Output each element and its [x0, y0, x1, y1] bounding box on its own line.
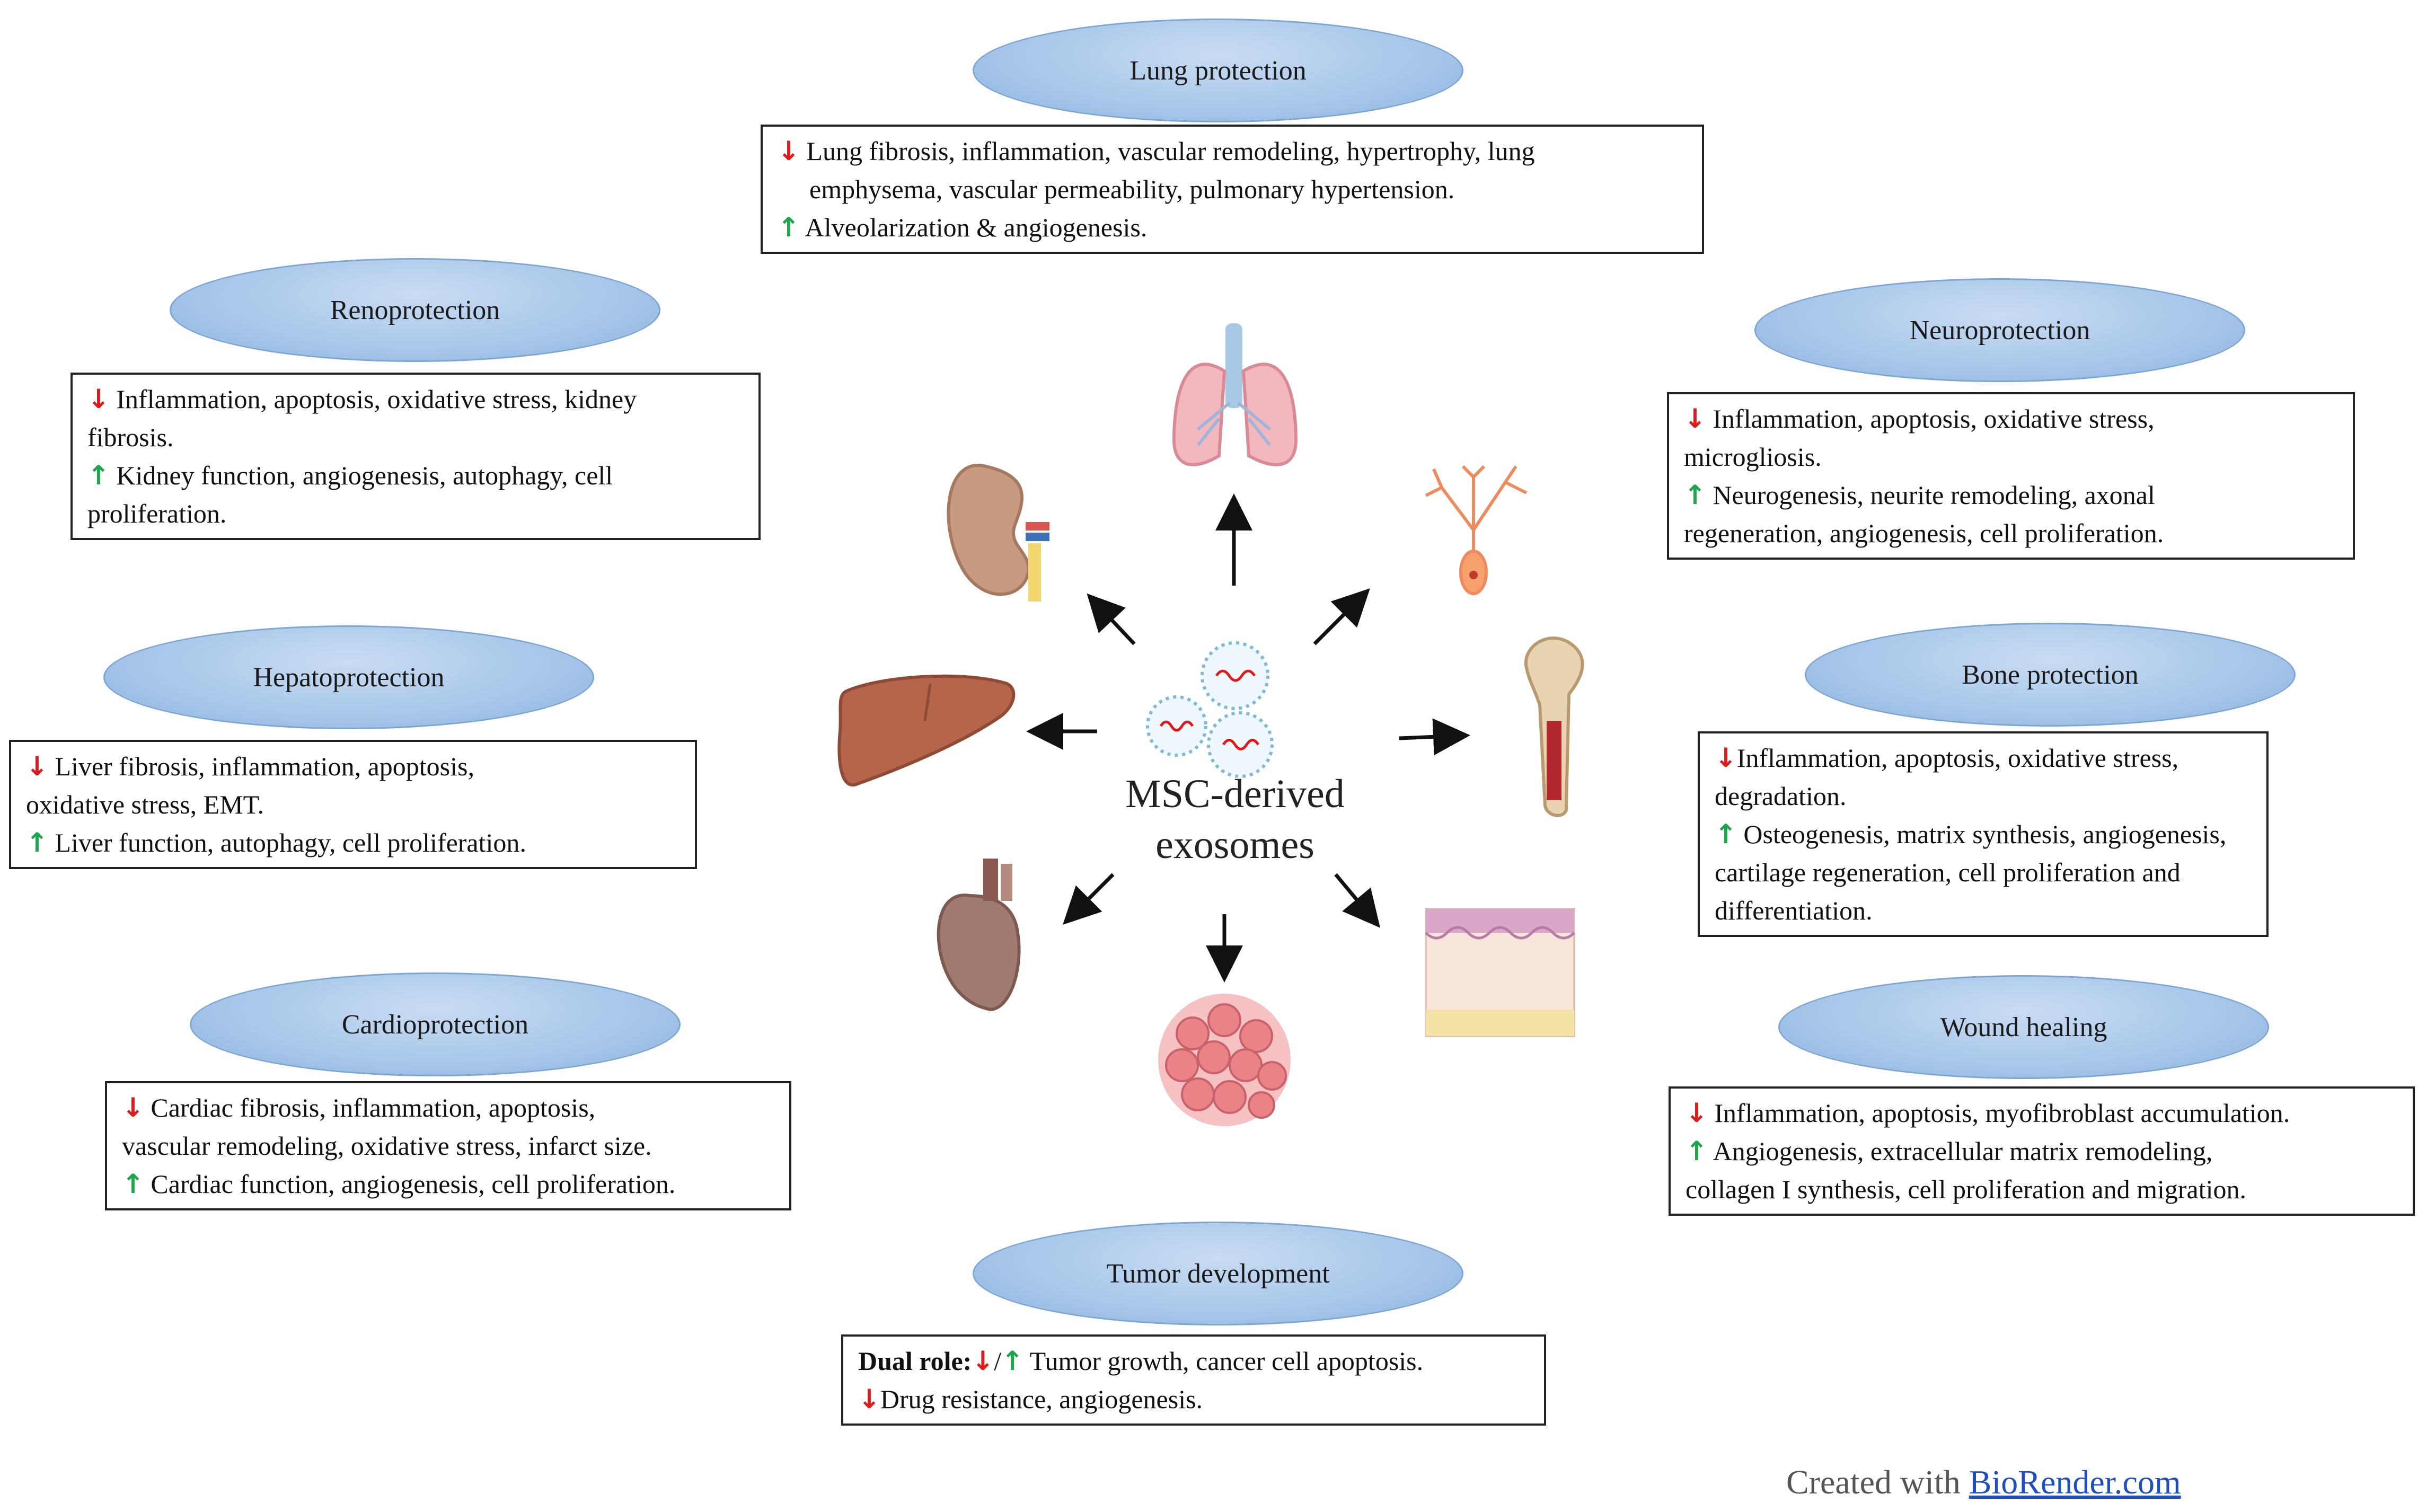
lung-down-line-1: Lung fibrosis, inflammation, vascular re… [806, 136, 1535, 166]
bone-down-line-2: degradation. [1715, 781, 1847, 811]
up-arrow-icon: ↑ [778, 212, 800, 243]
hepatoprotection-box: ↓ Liver fibrosis, inflammation, apoptosi… [9, 740, 697, 869]
neuro-up-line-2: regeneration, angiogenesis, cell prolife… [1684, 518, 2164, 548]
down-arrow-icon: ↓ [1685, 1098, 1708, 1128]
cardio-up-line-1: Cardiac function, angiogenesis, cell pro… [151, 1169, 676, 1199]
neuroprotection-title: Neuroprotection [1909, 315, 2090, 346]
liver-icon [837, 674, 1016, 787]
up-arrow-icon: ↑ [1684, 480, 1706, 510]
tumor-down-line-2: Drug resistance, angiogenesis. [880, 1384, 1203, 1414]
reno-up-line-1: Kidney function, angiogenesis, autophagy… [116, 461, 613, 490]
exosome-cluster-icon [1146, 641, 1274, 778]
cardioprotection-box: ↓ Cardiac fibrosis, inflammation, apopto… [105, 1081, 791, 1210]
neuro-down-line-1: Inflammation, apoptosis, oxidative stres… [1713, 404, 2155, 434]
reno-up-line-2: proliferation. [87, 499, 227, 528]
credit-prefix: Created with [1786, 1463, 1969, 1501]
down-arrow-icon: ↓ [1715, 742, 1737, 773]
bone-up-line-2: cartilage regeneration, cell proliferati… [1715, 857, 2181, 887]
down-arrow-icon: ↓ [858, 1384, 880, 1414]
up-arrow-icon: ↑ [122, 1169, 144, 1199]
biorender-link[interactable]: BioRender.com [1969, 1463, 2181, 1501]
neuron-icon [1425, 465, 1528, 595]
arrow-to-skin [1334, 873, 1380, 928]
arrow-to-bone [1399, 718, 1470, 756]
up-arrow-icon: ↑ [1001, 1346, 1024, 1376]
reno-down-line-1: Inflammation, apoptosis, oxidative stres… [116, 384, 637, 414]
neuro-up-line-1: Neurogenesis, neurite remodeling, axonal [1713, 480, 2155, 510]
bone-protection-title: Bone protection [1962, 659, 2139, 690]
tumor-icon [1158, 994, 1291, 1126]
dual-role-slash: / [994, 1346, 1002, 1376]
tumor-line-1: Tumor growth, cancer cell apoptosis. [1029, 1346, 1424, 1376]
lung-protection-title: Lung protection [1129, 55, 1307, 86]
down-arrow-icon: ↓ [778, 136, 800, 166]
up-arrow-icon: ↑ [1715, 819, 1737, 850]
heart-icon [937, 859, 1021, 1012]
wound-up-line-2: collagen I synthesis, cell proliferation… [1685, 1174, 2247, 1204]
neuroprotection-box: ↓ Inflammation, apoptosis, oxidative str… [1667, 392, 2355, 560]
up-arrow-icon: ↑ [26, 827, 48, 858]
cardioprotection-title: Cardioprotection [341, 1009, 529, 1040]
bone-up-line-1: Osteogenesis, matrix synthesis, angiogen… [1743, 819, 2227, 849]
tumor-development-title: Tumor development [1106, 1258, 1330, 1289]
renoprotection-title: Renoprotection [330, 295, 500, 325]
reno-down-line-2: fibrosis. [87, 422, 174, 452]
down-arrow-icon: ↓ [1684, 403, 1706, 434]
kidney-icon [947, 464, 1049, 602]
lung-icon [1172, 323, 1298, 466]
up-arrow-icon: ↑ [87, 460, 110, 491]
tumor-development-box: Dual role:↓/↑ Tumor growth, cancer cell … [841, 1334, 1546, 1426]
arrow-to-neuron [1313, 588, 1370, 646]
hepato-up-line-1: Liver function, autophagy, cell prolifer… [55, 828, 526, 857]
wound-down-line-1: Inflammation, apoptosis, myofibroblast a… [1714, 1098, 2290, 1128]
cardio-down-line-2: vascular remodeling, oxidative stress, i… [122, 1131, 652, 1161]
biorender-credit: Created with BioRender.com [1786, 1463, 2181, 1502]
arrow-to-heart [1063, 873, 1115, 925]
dual-role-label: Dual role: [858, 1346, 972, 1376]
lung-protection-oval: Lung protection [973, 19, 1463, 122]
down-arrow-icon: ↓ [972, 1346, 994, 1376]
bone-down-line-1: Inflammation, apoptosis, oxidative stres… [1736, 743, 2179, 773]
up-arrow-icon: ↑ [1685, 1136, 1708, 1166]
lung-up-line-1: Alveolarization & angiogenesis. [805, 213, 1148, 242]
arrow-to-kidney [1087, 593, 1136, 646]
neuroprotection-oval: Neuroprotection [1754, 278, 2245, 382]
wound-healing-title: Wound healing [1940, 1012, 2107, 1042]
lung-protection-box: ↓ Lung fibrosis, inflammation, vascular … [761, 125, 1704, 254]
wound-healing-box: ↓ Inflammation, apoptosis, myofibroblast… [1669, 1086, 2415, 1216]
wound-up-line-1: Angiogenesis, extracellular matrix remod… [1713, 1136, 2213, 1166]
bone-up-line-3: differentiation. [1715, 896, 1873, 925]
renoprotection-box: ↓ Inflammation, apoptosis, oxidative str… [70, 373, 761, 540]
bone-protection-box: ↓Inflammation, apoptosis, oxidative stre… [1698, 731, 2269, 937]
bone-icon [1524, 636, 1584, 817]
hepato-down-line-2: oxidative stress, EMT. [26, 790, 264, 819]
bone-protection-oval: Bone protection [1805, 623, 2296, 727]
wound-healing-oval: Wound healing [1778, 975, 2269, 1079]
down-arrow-icon: ↓ [87, 384, 110, 414]
down-arrow-icon: ↓ [26, 751, 48, 782]
lung-down-line-2: emphysema, vascular permeability, pulmon… [809, 174, 1455, 204]
hepatoprotection-title: Hepatoprotection [253, 662, 445, 693]
hepatoprotection-oval: Hepatoprotection [103, 625, 594, 729]
tumor-development-oval: Tumor development [973, 1222, 1463, 1325]
center-label: MSC-derived exosomes [1092, 768, 1378, 870]
renoprotection-oval: Renoprotection [170, 258, 660, 362]
cardio-down-line-1: Cardiac fibrosis, inflammation, apoptosi… [151, 1093, 596, 1122]
down-arrow-icon: ↓ [122, 1092, 144, 1123]
hepato-down-line-1: Liver fibrosis, inflammation, apoptosis, [55, 751, 474, 781]
neuro-down-line-2: microgliosis. [1684, 442, 1822, 472]
center-label-line-1: MSC-derived [1125, 772, 1345, 816]
cardioprotection-oval: Cardioprotection [190, 972, 681, 1076]
center-label-line-2: exosomes [1155, 823, 1314, 867]
skin-icon [1425, 908, 1575, 1037]
direction-arrows [1026, 493, 1470, 983]
